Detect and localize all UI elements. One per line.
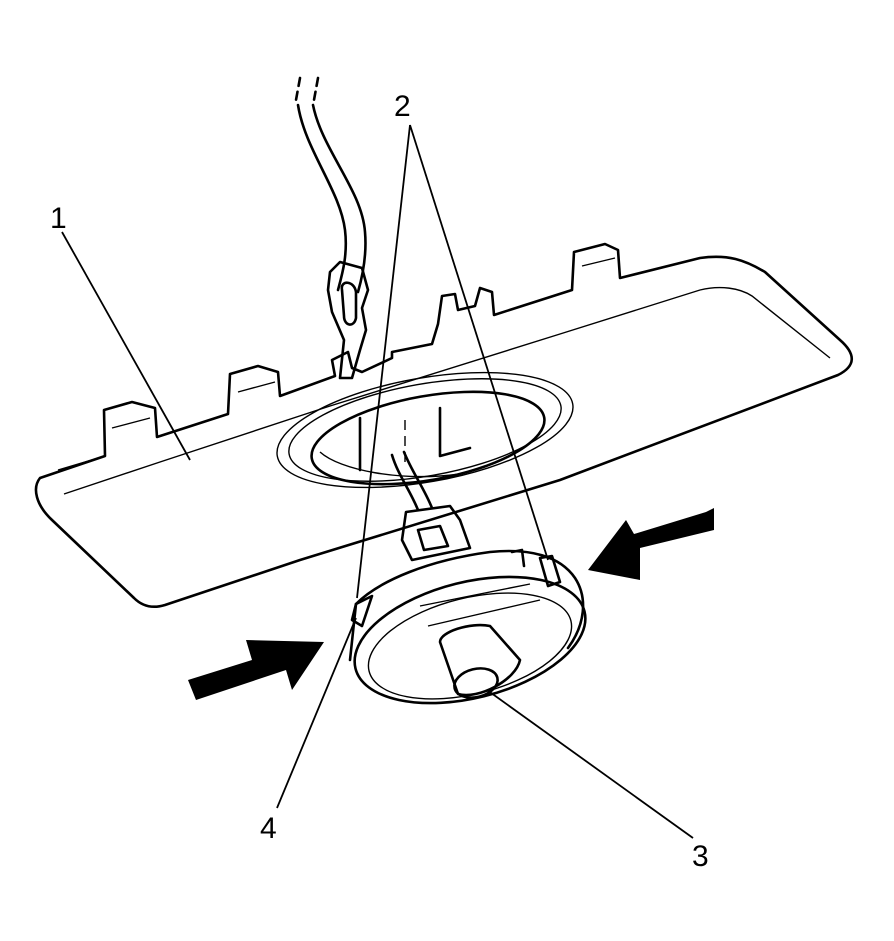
arrow-right-icon [188, 640, 324, 700]
arrow-left-icon [588, 508, 714, 580]
leader-lines [61, 124, 694, 839]
callout-1: 1 [50, 202, 67, 235]
callout-2: 2 [394, 90, 411, 123]
callout-4: 4 [260, 812, 277, 845]
panel-opening [276, 371, 574, 489]
install-arrows [188, 508, 714, 700]
sensor-assembly [348, 450, 587, 705]
callout-3: 3 [692, 840, 709, 873]
trim-panel [34, 242, 854, 609]
harness-clip [326, 260, 370, 380]
wire-harness [294, 76, 367, 294]
